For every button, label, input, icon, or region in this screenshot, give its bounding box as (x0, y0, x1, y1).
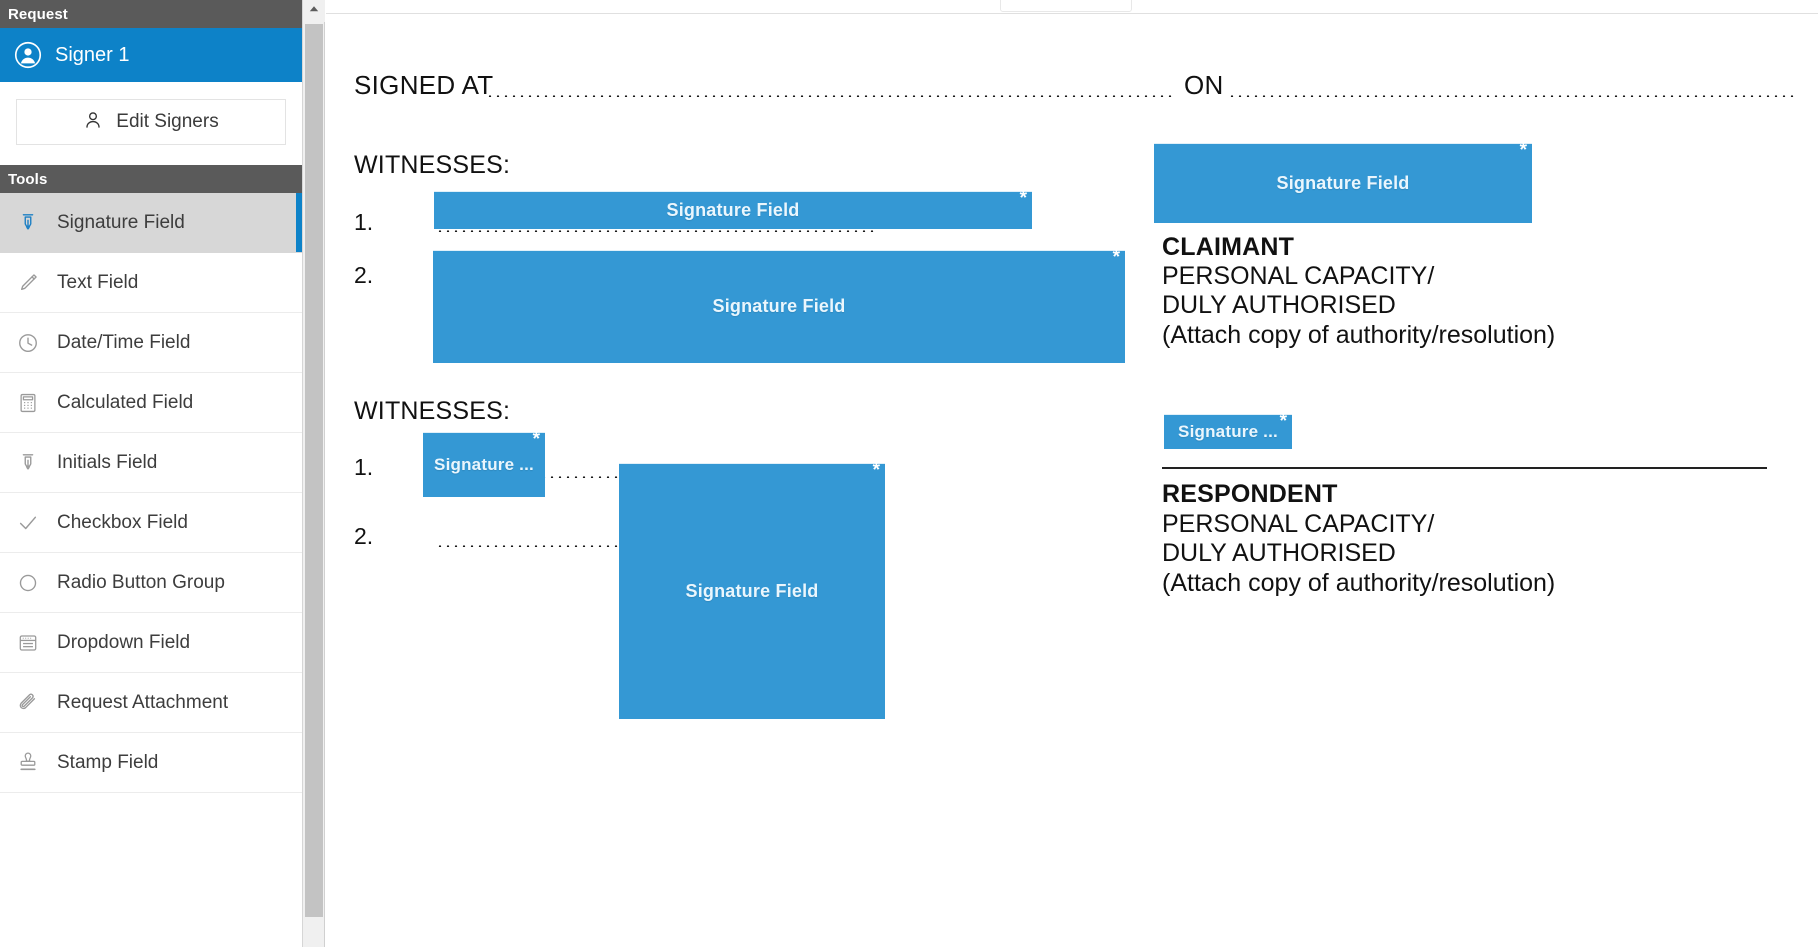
tools-list: Signature Field Text Field (0, 193, 302, 793)
signature-field-label: Signature ... (434, 454, 534, 474)
scroll-up-button[interactable] (303, 0, 325, 22)
tool-label: Request Attachment (57, 691, 229, 713)
clock-icon (16, 331, 40, 355)
request-section-header: Request (0, 0, 302, 28)
pen-nib-icon (16, 451, 40, 475)
tool-item-checkbox-field[interactable]: Checkbox Field (0, 493, 302, 553)
document-page: SIGNED AT ON WITNESSES: 1. 2. Signature … (326, 14, 1818, 947)
edit-signers-container: Edit Signers (0, 82, 302, 165)
dropdown-icon (16, 631, 40, 655)
witness-number-1b: 1. (354, 454, 374, 480)
signature-field-witness-1-bottom[interactable]: Signature ... * (423, 432, 545, 497)
pen-nib-icon (16, 211, 40, 235)
signature-field-witness-2-top[interactable]: Signature Field * (433, 250, 1125, 363)
tool-item-date-time-field[interactable]: Date/Time Field (0, 313, 302, 373)
scrollbar-thumb[interactable] (305, 24, 323, 917)
circle-icon (16, 571, 40, 595)
signature-field-label: Signature Field (685, 580, 819, 601)
tool-label: Text Field (57, 271, 139, 293)
tool-item-radio-button-group[interactable]: Radio Button Group (0, 553, 302, 613)
claimant-line-3: (Attach copy of authority/resolution) (1162, 321, 1556, 349)
chevron-up-icon (308, 2, 320, 20)
tool-item-dropdown-field[interactable]: Dropdown Field (0, 613, 302, 673)
tool-label: Checkbox Field (57, 511, 188, 533)
signer-label: Signer 1 (55, 43, 130, 66)
calculator-icon (16, 391, 40, 415)
request-section-title: Request (8, 5, 68, 23)
tool-label: Stamp Field (57, 751, 159, 773)
signed-at-label: SIGNED AT (354, 70, 494, 100)
stamp-icon (16, 751, 40, 775)
signer-item-signer-1[interactable]: Signer 1 (0, 28, 302, 82)
tool-item-request-attachment[interactable]: Request Attachment (0, 673, 302, 733)
required-asterisk: * (532, 432, 540, 450)
tool-label: Date/Time Field (57, 331, 191, 353)
claimant-line-1: PERSONAL CAPACITY/ (1162, 262, 1435, 290)
tool-label: Initials Field (57, 451, 158, 473)
witness-1a-dotted-line (436, 229, 876, 232)
required-asterisk: * (1112, 250, 1120, 268)
signature-field-label: Signature Field (1276, 172, 1410, 193)
on-dotted-line (1228, 94, 1794, 97)
left-panel-scrollbar[interactable] (303, 0, 325, 947)
tool-label: Signature Field (57, 211, 185, 233)
signature-field-respondent[interactable]: Signature ... * (1164, 414, 1292, 449)
tool-label: Dropdown Field (57, 631, 191, 653)
required-asterisk: * (1019, 191, 1027, 209)
respondent-title: RESPONDENT (1162, 480, 1338, 508)
tool-label: Radio Button Group (57, 571, 225, 593)
on-label: ON (1184, 70, 1224, 100)
witnesses-heading-1: WITNESSES: (354, 151, 511, 179)
tool-item-stamp-field[interactable]: Stamp Field (0, 733, 302, 793)
respondent-signature-rule (1162, 467, 1767, 469)
tool-item-initials-field[interactable]: Initials Field (0, 433, 302, 493)
respondent-line-1: PERSONAL CAPACITY/ (1162, 510, 1435, 538)
user-circle-icon (14, 41, 42, 69)
witnesses-heading-2: WITNESSES: (354, 397, 511, 425)
claimant-line-2: DULY AUTHORISED (1162, 291, 1396, 319)
tools-section-header: Tools (0, 165, 302, 193)
edit-signers-button[interactable]: Edit Signers (16, 99, 286, 145)
signature-field-witness-2-bottom[interactable]: Signature Field * (619, 463, 885, 719)
tool-item-text-field[interactable]: Text Field (0, 253, 302, 313)
document-toolbar-strip (326, 0, 1818, 14)
witness-number-1a: 1. (354, 209, 374, 235)
witness-number-2b: 2. (354, 523, 374, 549)
tool-item-calculated-field[interactable]: Calculated Field (0, 373, 302, 433)
pencil-icon (16, 271, 40, 295)
witness-number-2a: 2. (354, 262, 374, 288)
left-tools-panel: Request Signer 1 Edit Sign (0, 0, 303, 947)
signature-field-label: Signature ... (1178, 421, 1278, 441)
edit-signers-label: Edit Signers (116, 111, 219, 132)
respondent-line-3: (Attach copy of authority/resolution) (1162, 569, 1556, 597)
signed-at-dotted-line (486, 94, 1176, 97)
tool-item-signature-field[interactable]: Signature Field (0, 193, 302, 253)
signature-field-witness-1-top[interactable]: Signature Field * (434, 191, 1032, 229)
paperclip-icon (16, 691, 40, 715)
required-asterisk: * (1279, 414, 1287, 432)
signature-field-label: Signature Field (712, 296, 846, 316)
document-viewer: SIGNED AT ON WITNESSES: 1. 2. Signature … (326, 0, 1818, 947)
required-asterisk: * (872, 463, 880, 481)
claimant-title: CLAIMANT (1162, 233, 1295, 261)
user-icon (83, 110, 103, 135)
tool-label: Calculated Field (57, 391, 194, 413)
tools-section-title: Tools (8, 170, 48, 188)
signature-field-claimant[interactable]: Signature Field * (1154, 143, 1532, 223)
required-asterisk: * (1519, 143, 1527, 161)
check-icon (16, 511, 40, 535)
document-toolbar-control[interactable] (1000, 0, 1132, 12)
signature-field-label: Signature Field (666, 199, 800, 220)
respondent-line-2: DULY AUTHORISED (1162, 539, 1396, 567)
